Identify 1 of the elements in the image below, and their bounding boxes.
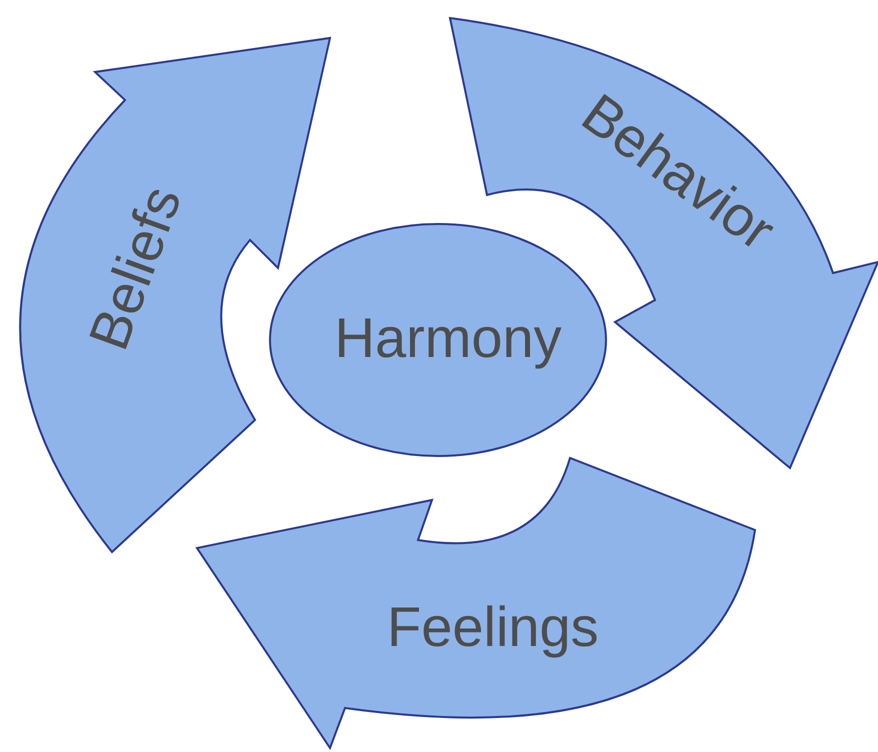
node-label: Beliefs xyxy=(80,179,190,357)
